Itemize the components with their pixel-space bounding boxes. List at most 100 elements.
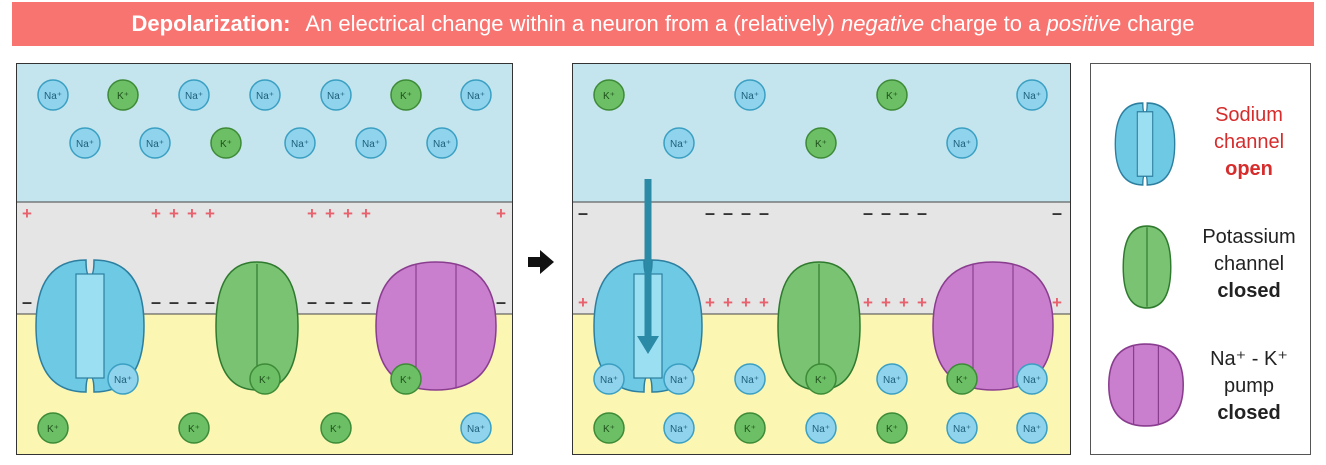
sodium-ion: Na⁺ (734, 79, 766, 111)
definition-text-end: charge (1127, 11, 1195, 36)
ion-label: K⁺ (603, 91, 615, 102)
ion-label: Na⁺ (327, 91, 345, 102)
term-label: Depolarization: (131, 11, 291, 36)
positive-charge: + (1052, 293, 1062, 312)
potassium-ion: K⁺ (37, 412, 69, 444)
potassium-ion: K⁺ (210, 127, 242, 159)
ion-label: Na⁺ (670, 139, 688, 150)
negative-charge: – (705, 203, 715, 223)
ion-label: K⁺ (815, 139, 827, 150)
sodium-ion: Na⁺ (805, 412, 837, 444)
potassium-channel-closed-icon (1122, 225, 1172, 309)
positive-charge: + (863, 293, 873, 312)
negative-charge: – (307, 292, 317, 312)
ion-label: K⁺ (400, 91, 412, 102)
legend-sodium-text: Sodium channel open (1189, 102, 1309, 183)
word-positive: positive (1046, 11, 1122, 36)
legend-pump-text: Na⁺ - K⁺ pump closed (1189, 346, 1309, 427)
ion-label: K⁺ (47, 424, 59, 435)
potassium-ion: K⁺ (593, 79, 625, 111)
positive-charge: + (705, 293, 715, 312)
potassium-ion: K⁺ (805, 127, 837, 159)
positive-charge: + (205, 204, 215, 223)
negative-charge: – (863, 203, 873, 223)
sodium-ion: Na⁺ (946, 127, 978, 159)
sodium-potassium-pump (932, 261, 1054, 391)
ion-label: Na⁺ (44, 91, 62, 102)
ion-label: Na⁺ (670, 375, 688, 386)
potassium-ion: K⁺ (805, 363, 837, 395)
potassium-ion: K⁺ (320, 412, 352, 444)
negative-charge: – (151, 292, 161, 312)
definition-banner: Depolarization: An electrical change wit… (12, 2, 1314, 46)
positive-charge: + (899, 293, 909, 312)
potassium-ion: K⁺ (390, 79, 422, 111)
negative-charge: – (723, 203, 733, 223)
negative-charge: – (22, 292, 32, 312)
ion-label: K⁺ (117, 91, 129, 102)
ion-label: K⁺ (603, 424, 615, 435)
sodium-ion: Na⁺ (107, 363, 139, 395)
positive-charge: + (307, 204, 317, 223)
ion-label: Na⁺ (467, 424, 485, 435)
potassium-ion: K⁺ (734, 412, 766, 444)
positive-charge: + (169, 204, 179, 223)
legend-sodium-line1: Sodium (1215, 104, 1283, 126)
potassium-ion: K⁺ (178, 412, 210, 444)
negative-charge: – (741, 203, 751, 223)
sodium-ion: Na⁺ (320, 79, 352, 111)
ion-label: K⁺ (956, 375, 968, 386)
negative-charge: – (361, 292, 371, 312)
negative-charge: – (496, 292, 506, 312)
sodium-channel-open (35, 259, 145, 393)
potassium-ion: K⁺ (876, 79, 908, 111)
potassium-ion: K⁺ (876, 412, 908, 444)
ion-label: K⁺ (220, 139, 232, 150)
ion-label: K⁺ (886, 424, 898, 435)
word-negative: negative (840, 11, 925, 36)
sodium-ion: Na⁺ (663, 363, 695, 395)
negative-charge: – (343, 292, 353, 312)
depolarized-membrane-diagram: ––––––––––++++++++++K⁺Na⁺K⁺Na⁺Na⁺K⁺Na⁺Na… (573, 64, 1070, 454)
negative-charge: – (759, 203, 769, 223)
potassium-ion: K⁺ (249, 363, 281, 395)
legend: Sodium channel open Potassium channel cl… (1090, 63, 1311, 455)
positive-charge: + (325, 204, 335, 223)
resting-membrane-diagram: ++++++++++––––––––––Na⁺K⁺Na⁺Na⁺Na⁺K⁺Na⁺N… (17, 64, 512, 454)
ion-label: Na⁺ (670, 424, 688, 435)
potassium-ion: K⁺ (593, 412, 625, 444)
ion-label: K⁺ (330, 424, 342, 435)
negative-charge: – (187, 292, 197, 312)
legend-sodium-state: open (1225, 158, 1273, 180)
ion-label: Na⁺ (256, 91, 274, 102)
positive-charge: + (578, 293, 588, 312)
positive-charge: + (22, 204, 32, 223)
negative-charge: – (917, 203, 927, 223)
ion-label: Na⁺ (741, 91, 759, 102)
potassium-ion: K⁺ (107, 79, 139, 111)
sodium-ion: Na⁺ (37, 79, 69, 111)
negative-charge: – (1052, 203, 1062, 223)
ion-label: Na⁺ (185, 91, 203, 102)
sodium-ion: Na⁺ (946, 412, 978, 444)
ion-label: K⁺ (815, 375, 827, 386)
sodium-ion: Na⁺ (1016, 79, 1048, 111)
sodium-ion: Na⁺ (249, 79, 281, 111)
positive-charge: + (741, 293, 751, 312)
positive-charge: + (917, 293, 927, 312)
positive-charge: + (343, 204, 353, 223)
sodium-ion: Na⁺ (355, 127, 387, 159)
ion-label: K⁺ (886, 91, 898, 102)
ion-label: Na⁺ (883, 375, 901, 386)
sodium-potassium-pump-closed-icon (1108, 343, 1184, 427)
legend-pump-line1: Na⁺ - K⁺ (1210, 348, 1288, 370)
sodium-ion: Na⁺ (593, 363, 625, 395)
sodium-ion: Na⁺ (284, 127, 316, 159)
ion-label: Na⁺ (291, 139, 309, 150)
legend-pump-state: closed (1217, 402, 1281, 424)
ion-label: Na⁺ (433, 139, 451, 150)
sodium-ion: Na⁺ (426, 127, 458, 159)
ion-label: Na⁺ (953, 424, 971, 435)
sodium-ion: Na⁺ (139, 127, 171, 159)
sodium-ion: Na⁺ (663, 412, 695, 444)
